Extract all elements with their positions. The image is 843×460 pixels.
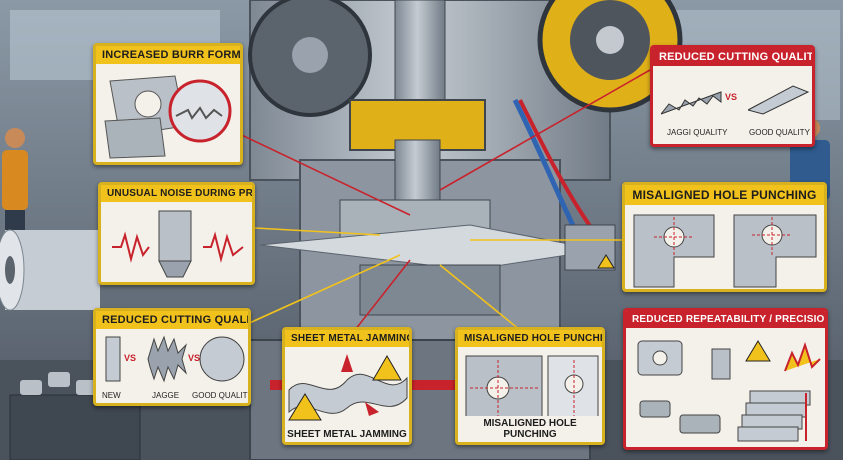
smooth-edge-icon	[748, 85, 810, 115]
control-box	[564, 224, 616, 271]
callout-footer: SHEET METAL JAMMING	[285, 427, 409, 442]
callout-title: REDUCED REPEATABILITY / PRECISION	[626, 311, 825, 328]
callout-title: REDUCED CUTTING QUALITY	[96, 311, 248, 329]
blade-comparison-illustration	[105, 335, 245, 383]
good-quality-caption: GOOD QUALITY	[749, 128, 810, 137]
metal-coil	[0, 229, 100, 311]
callout-title: MISALIGNED HOLE PUNCHING	[625, 185, 824, 205]
hole-alignment-diagram	[633, 214, 817, 288]
offset-hole-diagram	[465, 355, 599, 421]
callout-cutting-quality-left: REDUCED CUTTING QUALITY VS VS NEW JAGGE …	[93, 308, 251, 406]
callout-title: REDUCED CUTTING QUALITY	[653, 48, 812, 66]
punch-noise-icon	[112, 210, 244, 278]
burr-part-illustration	[104, 75, 232, 159]
vs-label-2: VS	[188, 353, 201, 363]
vs-label-1: VS	[124, 353, 137, 363]
callout-title: UNUSUAL NOISE DURING PRESSING	[101, 185, 252, 202]
flywheel-right	[537, 0, 683, 113]
callout-title: INCREASED BURR FORMATION	[96, 46, 240, 64]
callout-footer: MISALIGNED HOLE PUNCHING	[458, 416, 602, 442]
leader-lines	[209, 69, 651, 331]
vs-label: VS	[725, 92, 738, 102]
flywheel-left	[248, 0, 372, 117]
callout-burr-formation: INCREASED BURR FORMATION	[93, 43, 243, 165]
jammed-sheet-illustration	[288, 354, 408, 421]
caption-new: NEW	[102, 391, 121, 400]
precision-parts-illustration	[637, 340, 821, 442]
die-and-sheet	[259, 199, 601, 316]
caption-jagged: JAGGE	[152, 391, 180, 400]
callout-title: MISALIGNED HOLE PUNCHING	[458, 330, 602, 347]
callout-sheet-metal-jamming: SHEET METAL JAMMING SHEET METAL JAMMING	[282, 327, 412, 445]
callout-misaligned-center: MISALIGNED HOLE PUNCHING MISALIGNED HOLE…	[455, 327, 605, 445]
callout-misaligned-right: MISALIGNED HOLE PUNCHING	[622, 182, 827, 292]
jagged-quality-caption: JAGGI QUALITY	[667, 128, 728, 137]
jagged-edge-icon	[661, 91, 722, 115]
callout-cutting-quality-top: REDUCED CUTTING QUALITY VS JAGGI QUALITY…	[650, 45, 815, 147]
callout-title: SHEET METAL JAMMING	[285, 330, 409, 347]
callout-repeatability: REDUCED REPEATABILITY / PRECISION	[623, 308, 828, 450]
callout-unusual-noise: UNUSUAL NOISE DURING PRESSING	[98, 182, 255, 285]
caption-good-quality: GOOD QUALITY	[192, 391, 251, 400]
